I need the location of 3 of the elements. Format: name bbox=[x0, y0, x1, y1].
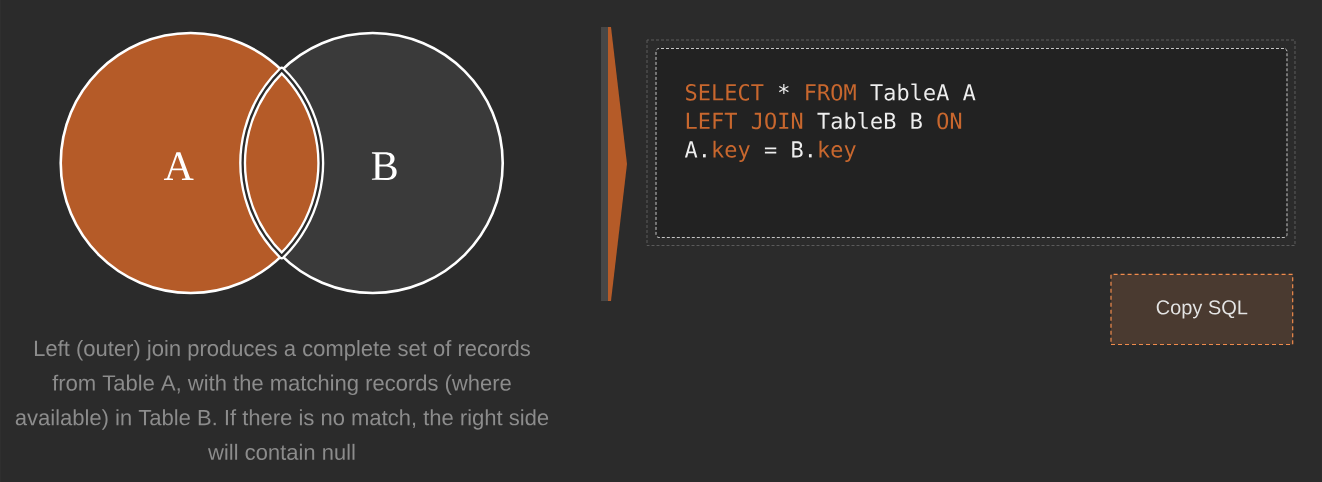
code-box: SELECT * FROM TableA A LEFT JOIN TableB B ON A.key = B.key bbox=[646, 39, 1296, 246]
copy-button: Copy SQL bbox=[1110, 273, 1294, 346]
caption: Left (outer) join produces a complete set of records from Table A, with the matching records (where available) in Table B. If there is no match, the right side will contain null bbox=[15, 340, 549, 460]
